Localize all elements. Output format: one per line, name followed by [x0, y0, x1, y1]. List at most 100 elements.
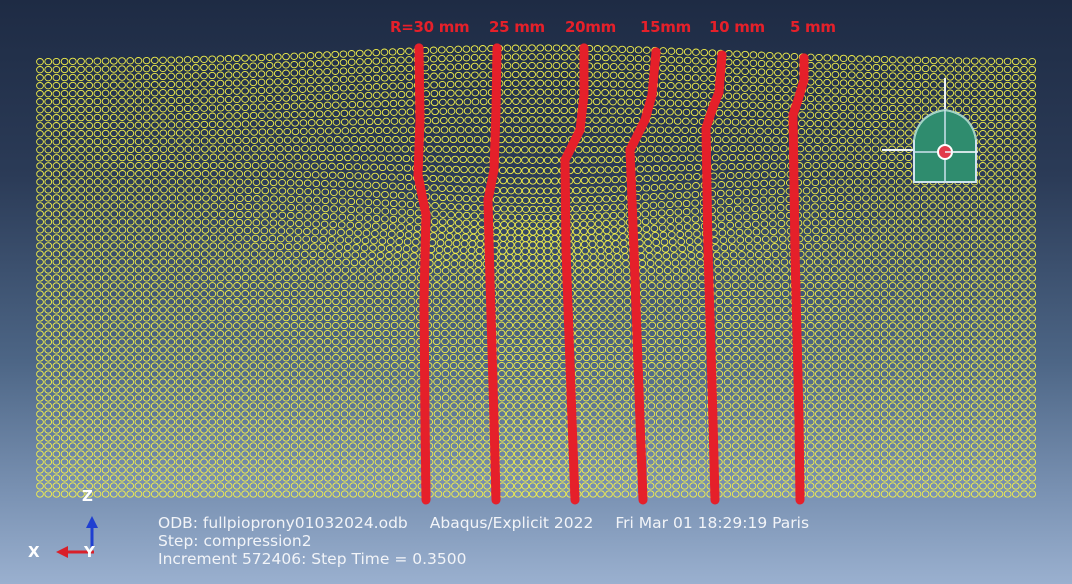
mesh-node — [321, 204, 330, 213]
mesh-node — [690, 305, 699, 314]
mesh-node — [200, 338, 208, 346]
mesh-node — [544, 70, 553, 79]
mesh-node — [441, 321, 449, 329]
mesh-node — [394, 154, 402, 163]
mesh-node — [143, 242, 151, 250]
mesh-node — [151, 274, 159, 282]
mesh-node — [905, 56, 914, 64]
mesh-node — [77, 57, 85, 66]
mesh-node — [241, 322, 249, 330]
mesh-node — [242, 242, 251, 250]
mesh-node — [872, 354, 881, 362]
mesh-node — [837, 218, 845, 227]
mesh-node — [241, 338, 249, 346]
mesh-node — [458, 267, 466, 275]
mesh-node — [855, 120, 864, 128]
mesh-node — [69, 154, 77, 162]
mesh-node — [453, 233, 462, 241]
mesh-node — [345, 171, 354, 180]
mesh-node — [673, 345, 682, 354]
mesh-node — [159, 290, 167, 298]
mesh-node — [323, 84, 332, 93]
mesh-node — [781, 110, 790, 119]
mesh-node — [978, 162, 987, 170]
mesh-node — [673, 370, 681, 378]
mesh-node — [439, 107, 448, 115]
mesh-node — [954, 258, 963, 266]
mesh-node — [370, 163, 378, 171]
mesh-node — [109, 314, 118, 322]
mesh-node — [905, 129, 913, 137]
mesh-node — [473, 329, 482, 337]
mesh-node — [85, 162, 94, 170]
mesh-node — [521, 353, 529, 362]
mesh-node — [888, 322, 897, 330]
mesh-node — [101, 378, 110, 386]
mesh-node — [839, 62, 848, 71]
mesh-node — [574, 146, 583, 154]
mesh-node — [315, 281, 324, 290]
mesh-node — [732, 313, 740, 322]
mesh-node — [159, 64, 167, 73]
mesh-node — [60, 234, 69, 242]
mesh-node — [769, 220, 777, 228]
mesh-node — [528, 289, 537, 298]
mesh-node — [913, 80, 922, 89]
mesh-node — [159, 330, 167, 338]
mesh-node — [168, 202, 177, 210]
mesh-node — [777, 179, 786, 187]
mesh-node — [184, 161, 193, 170]
mesh-node — [77, 202, 86, 210]
mesh-node — [340, 305, 349, 314]
mesh-node — [831, 282, 839, 290]
mesh-node — [749, 51, 758, 59]
mesh-node — [670, 154, 678, 163]
mesh-node — [192, 129, 201, 137]
mesh-node — [1011, 274, 1020, 282]
mesh-node — [636, 165, 645, 173]
mesh-node — [295, 219, 303, 228]
mesh-node — [757, 370, 765, 378]
mesh-node — [126, 322, 135, 330]
mesh-node — [126, 145, 135, 154]
mesh-node — [1020, 122, 1028, 130]
mesh-node — [544, 88, 553, 96]
mesh-node — [623, 305, 632, 313]
mesh-node — [432, 337, 441, 346]
mesh-node — [806, 266, 814, 274]
mesh-node — [1003, 266, 1012, 274]
mesh-node — [175, 346, 184, 354]
mesh-node — [298, 305, 307, 314]
mesh-node — [143, 137, 151, 145]
mesh-node — [208, 128, 217, 137]
mesh-node — [44, 114, 53, 122]
mesh-node — [606, 353, 615, 362]
mesh-node — [373, 321, 382, 330]
mesh-node — [142, 282, 151, 290]
mesh-node — [461, 185, 470, 193]
mesh-node — [151, 161, 160, 170]
mesh-node — [118, 338, 126, 346]
mesh-node — [301, 243, 310, 251]
mesh-node — [227, 202, 236, 211]
mesh-node — [724, 100, 732, 109]
mesh-node — [380, 57, 389, 65]
mesh-node — [244, 186, 253, 195]
mesh-node — [839, 79, 848, 87]
mesh-node — [118, 354, 126, 362]
mesh-node — [457, 313, 466, 321]
mesh-node — [434, 145, 442, 153]
mesh-node — [266, 111, 274, 119]
mesh-node — [337, 221, 346, 229]
mesh-node — [673, 297, 682, 305]
mesh-node — [312, 179, 321, 188]
mesh-node — [543, 241, 552, 249]
mesh-node — [270, 195, 278, 203]
mesh-node — [298, 338, 307, 346]
mesh-node — [324, 118, 333, 127]
mesh-node — [782, 313, 790, 322]
mesh-node — [126, 266, 135, 274]
mesh-node — [364, 49, 372, 57]
